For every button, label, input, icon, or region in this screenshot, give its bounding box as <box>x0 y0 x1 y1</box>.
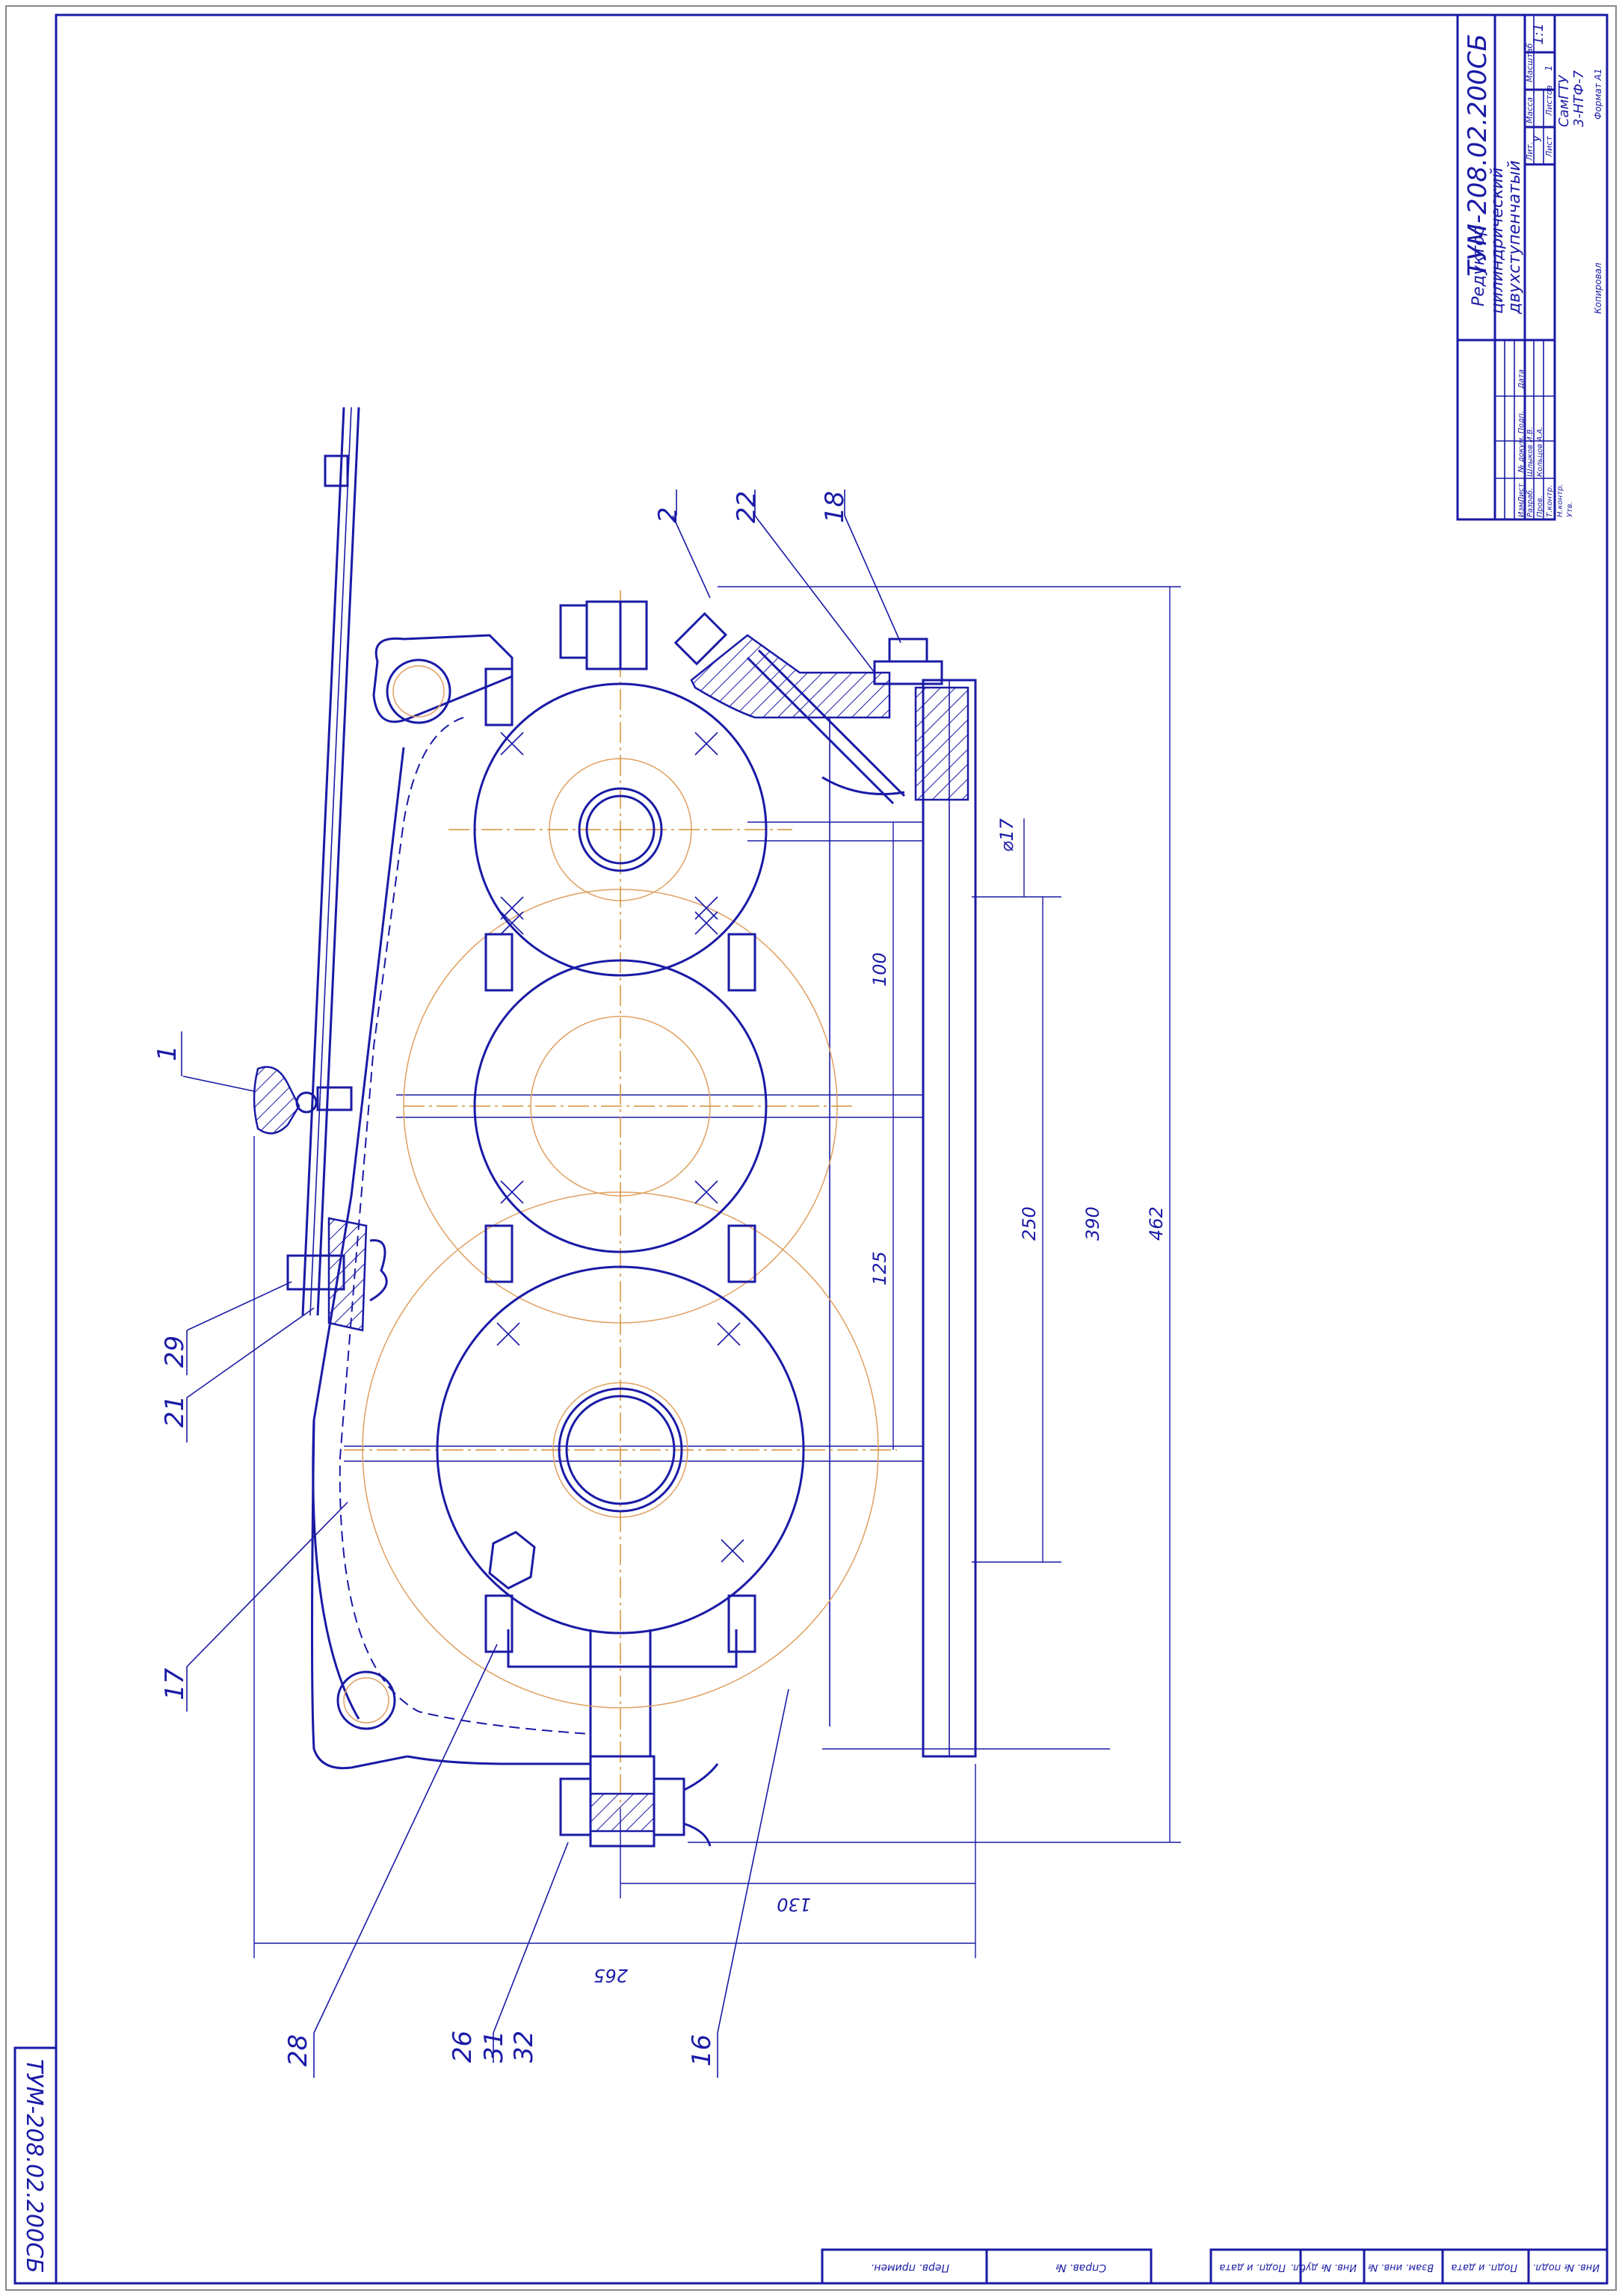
callout-17: 17 <box>160 1667 190 1700</box>
bearing-cover-input <box>473 682 768 977</box>
bottom-strip: Перв. примен. Справ. № Подп. и дата Инв.… <box>821 2248 1609 2285</box>
center-lines <box>344 590 897 1809</box>
callout-26: 26 <box>448 2031 478 2063</box>
dim-265: 265 <box>593 1965 628 1986</box>
callout-21: 21 <box>160 1395 190 1428</box>
perv-primen: Перв. примен. <box>871 2262 949 2274</box>
sprav-no: Справ. № <box>1055 2262 1106 2274</box>
vent-knob <box>253 1066 353 1135</box>
callout-32: 32 <box>509 2031 539 2063</box>
callout-31: 31 <box>479 2031 509 2063</box>
dim-390: 390 <box>1082 1206 1103 1241</box>
oil-gauge-section <box>673 611 969 805</box>
hdr-date: Дата <box>1517 369 1526 389</box>
lit-value: У <box>1532 135 1544 142</box>
callout-1: 1 <box>152 1045 182 1061</box>
inv-podl: Инв. № подл. <box>1532 2262 1600 2273</box>
developer-name: Шлыков И.В. <box>1526 427 1535 477</box>
vzam-inv: Взам. инв. № <box>1368 2262 1434 2273</box>
dim-100: 100 <box>869 952 890 987</box>
callout-29: 29 <box>160 1336 190 1368</box>
hdr-scale: Масштаб <box>1525 43 1535 82</box>
dim-462: 462 <box>1146 1206 1167 1241</box>
scale-value: 1:1 <box>1531 23 1547 45</box>
outer-sheet-border <box>5 5 1617 2291</box>
podp-data-2: Подп. и дата <box>1451 2262 1517 2273</box>
approve-label: Утв. <box>1566 502 1574 517</box>
tcontrol-label: Т.контр. <box>1546 485 1554 517</box>
hdr-lit: Лит. <box>1525 142 1535 161</box>
hdr-doc: № докум. <box>1517 436 1526 473</box>
dim-125: 125 <box>869 1251 890 1286</box>
bearing-cover-intermediate <box>473 959 768 1253</box>
reducer-housing <box>311 634 977 1770</box>
leader-lines <box>181 490 901 2078</box>
title-name-line3: двухступенчатый <box>1505 161 1524 315</box>
sheets-value: 1 <box>1544 65 1554 71</box>
corner-designation-box <box>13 2046 58 2285</box>
bearing-covers <box>436 682 805 1635</box>
dim-d17: ⌀17 <box>996 818 1017 852</box>
mounting-hole-top <box>386 658 451 724</box>
title-block: ТУМ-208.02.200СБ Редуктор цилиндрический… <box>1456 13 1603 521</box>
corner-designation: ТУМ-208.02.200СБ <box>21 2059 47 2274</box>
drain-plug <box>559 1755 719 1848</box>
hdr-izm: Изм. <box>1517 499 1526 517</box>
org-line1: СамГТУ <box>1556 75 1572 127</box>
hdr-sign: Подп. <box>1517 411 1526 433</box>
sheets-label: Листов <box>1544 85 1554 117</box>
checker-label: Пров. <box>1536 496 1544 517</box>
housing-bolts <box>484 600 756 1653</box>
callout-22: 22 <box>732 491 762 523</box>
dimension-lines <box>253 586 1181 1958</box>
title-designation: ТУМ-208.02.200СБ <box>1463 34 1493 277</box>
title-name-line1: Редуктор <box>1470 225 1488 306</box>
ncontrol-label: Н.контр. <box>1556 484 1564 517</box>
inspection-cover <box>286 407 388 1332</box>
checker-name: Кольцов А.А. <box>1536 426 1544 477</box>
dim-130: 130 <box>777 1894 811 1915</box>
mounting-hole-bottom <box>336 1670 396 1730</box>
bearing-cover-output <box>436 1265 805 1635</box>
callout-2: 2 <box>653 507 683 523</box>
callout-28: 28 <box>283 2034 313 2067</box>
developer-label: Разраб. <box>1526 488 1535 517</box>
callout-16: 16 <box>687 2034 717 2067</box>
hdr-list: Лист <box>1517 482 1526 503</box>
title-name-line2: цилиндрический <box>1488 167 1507 314</box>
podp-data-1: Подп. и дата <box>1219 2262 1286 2273</box>
dim-250: 250 <box>1019 1206 1040 1241</box>
org-line2: 3-НТФ-7 <box>1571 70 1587 127</box>
copied-label: Копировал <box>1593 262 1603 314</box>
hdr-mass: Масса <box>1525 97 1535 123</box>
callout-18: 18 <box>820 491 850 523</box>
inv-dubl: Инв. № дубл. <box>1290 2262 1357 2273</box>
format-label: Формат А1 <box>1593 69 1603 120</box>
sheet-label: Лист <box>1544 136 1554 158</box>
